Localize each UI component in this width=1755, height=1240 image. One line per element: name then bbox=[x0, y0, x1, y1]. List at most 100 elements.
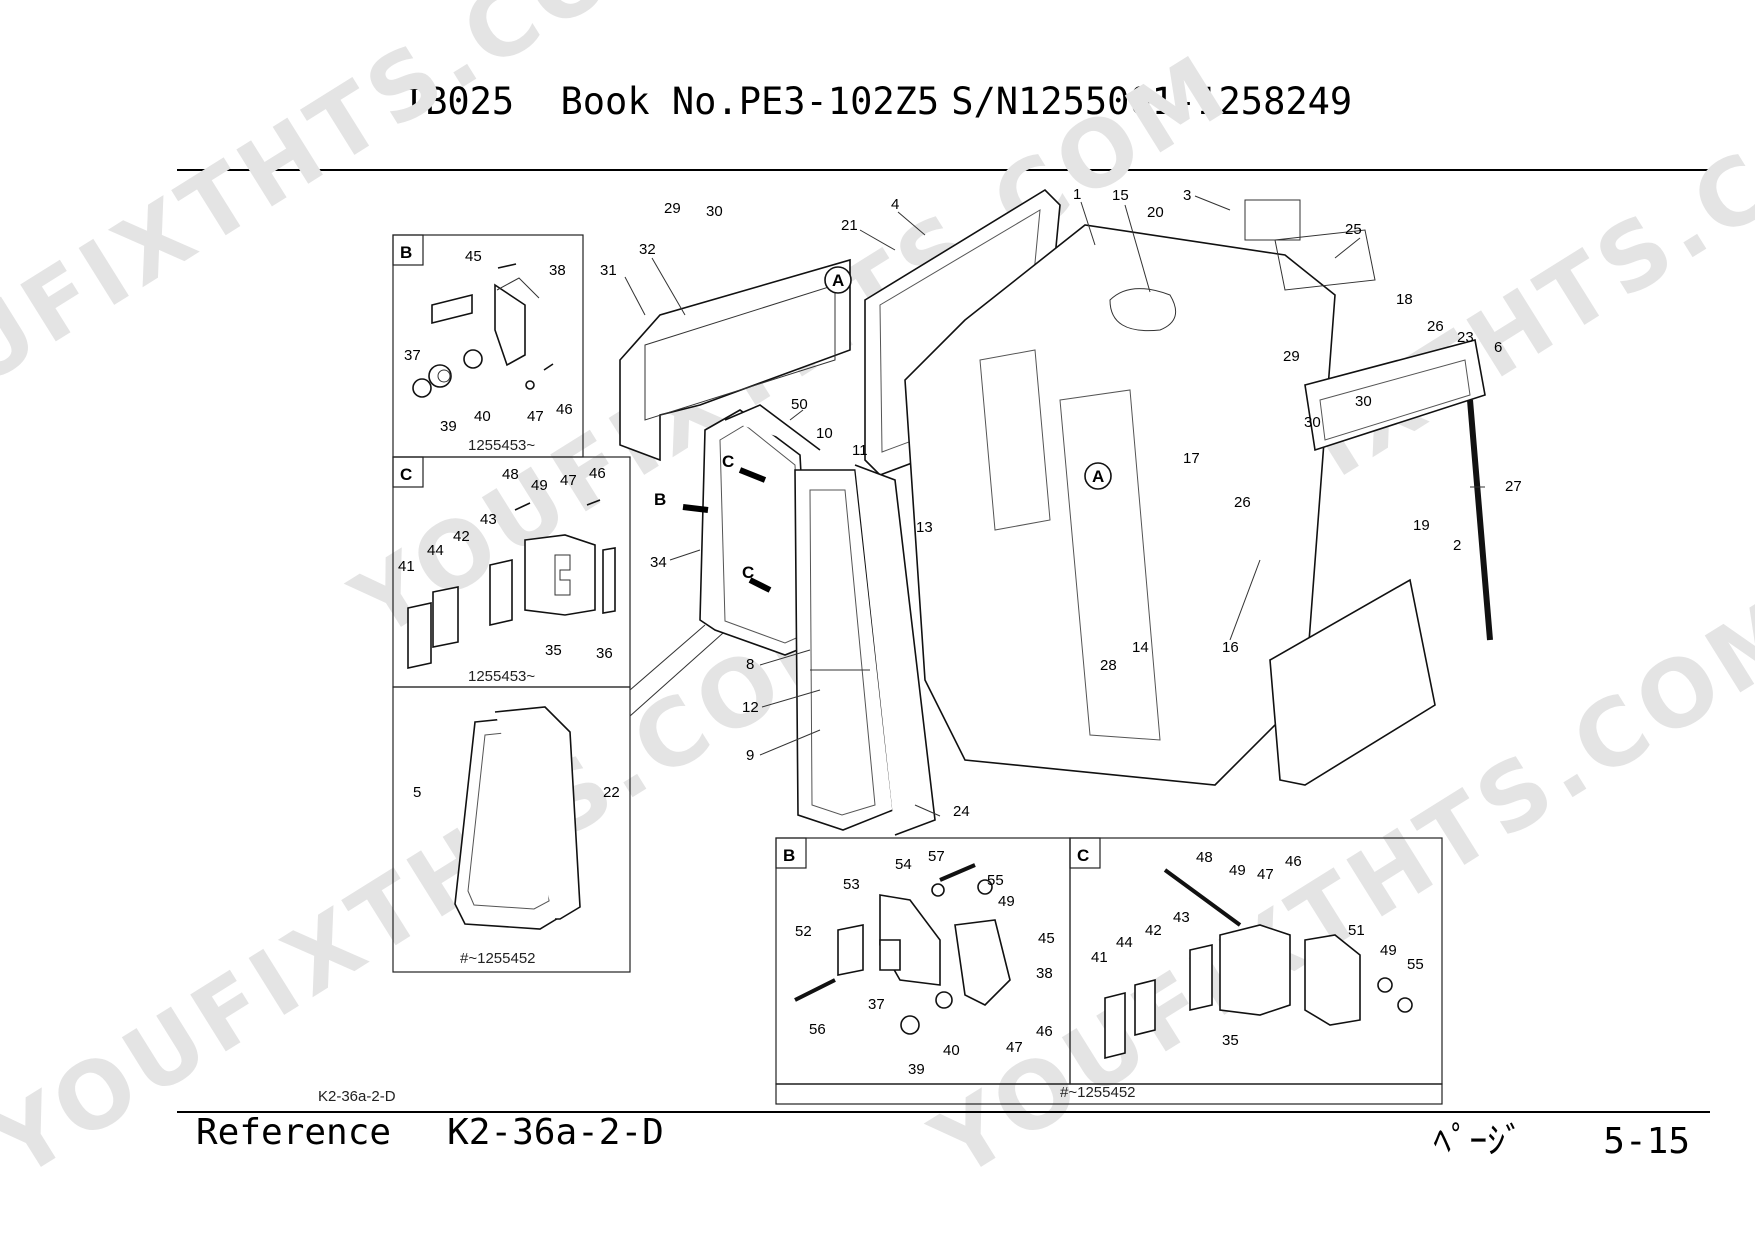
svg-text:29: 29 bbox=[664, 200, 681, 217]
page-header: TB025 Book No.PE3-102Z5 S/N1255001-125824… bbox=[0, 80, 1755, 123]
svg-text:26: 26 bbox=[1427, 318, 1444, 335]
svg-text:19: 19 bbox=[1413, 517, 1430, 534]
svg-text:47: 47 bbox=[1006, 1039, 1023, 1056]
footer-page: ﾍﾟｰｼﾞ 5-15 bbox=[1433, 1112, 1690, 1164]
svg-text:56: 56 bbox=[809, 1021, 826, 1038]
detail-box-left-b: B 45 38 37 39 40 47 46 1255453~ bbox=[392, 234, 584, 458]
svg-text:30: 30 bbox=[1304, 414, 1321, 431]
serial-note: 1255453~ bbox=[468, 437, 535, 454]
svg-text:6: 6 bbox=[1494, 339, 1502, 356]
svg-text:46: 46 bbox=[556, 401, 573, 418]
svg-text:42: 42 bbox=[1145, 922, 1162, 939]
svg-text:38: 38 bbox=[549, 262, 566, 279]
svg-text:30: 30 bbox=[706, 203, 723, 220]
svg-text:49: 49 bbox=[531, 477, 548, 494]
model-code: TB025 bbox=[402, 80, 515, 123]
view-marker-c: C bbox=[722, 452, 734, 471]
svg-text:2: 2 bbox=[1453, 537, 1461, 554]
svg-text:52: 52 bbox=[795, 923, 812, 940]
svg-text:39: 39 bbox=[440, 418, 457, 435]
svg-text:43: 43 bbox=[480, 511, 497, 528]
svg-text:49: 49 bbox=[1380, 942, 1397, 959]
svg-text:35: 35 bbox=[1222, 1032, 1239, 1049]
svg-text:13: 13 bbox=[916, 519, 933, 536]
watermark-text: YOUFIXTHTS.COM bbox=[0, 573, 888, 1199]
svg-text:27: 27 bbox=[1505, 478, 1522, 495]
svg-text:10: 10 bbox=[816, 425, 833, 442]
svg-text:4: 4 bbox=[891, 196, 899, 213]
detail-box-left-glass: 5 22 #~1255452 bbox=[392, 686, 631, 973]
svg-text:50: 50 bbox=[791, 396, 808, 413]
view-marker-a: A bbox=[832, 271, 844, 290]
serial-note: #~1255452 bbox=[1060, 1084, 1136, 1101]
svg-text:12: 12 bbox=[742, 699, 759, 716]
svg-text:34: 34 bbox=[650, 554, 667, 571]
svg-text:49: 49 bbox=[998, 893, 1015, 910]
svg-text:47: 47 bbox=[1257, 866, 1274, 883]
svg-text:29: 29 bbox=[1283, 348, 1300, 365]
svg-text:49: 49 bbox=[1229, 862, 1246, 879]
svg-text:8: 8 bbox=[746, 656, 754, 673]
svg-text:43: 43 bbox=[1173, 909, 1190, 926]
svg-text:3: 3 bbox=[1183, 187, 1191, 204]
serial-note: #~1255452 bbox=[460, 950, 536, 967]
box-letter: B bbox=[783, 846, 795, 865]
svg-text:42: 42 bbox=[453, 528, 470, 545]
svg-text:46: 46 bbox=[1036, 1023, 1053, 1040]
svg-text:24: 24 bbox=[953, 803, 970, 820]
svg-text:15: 15 bbox=[1112, 187, 1129, 204]
view-marker-b: B bbox=[654, 490, 666, 509]
svg-text:28: 28 bbox=[1100, 657, 1117, 674]
view-marker-c: C bbox=[742, 563, 754, 582]
svg-text:5: 5 bbox=[413, 784, 421, 801]
svg-text:1: 1 bbox=[1073, 186, 1081, 203]
figure-code: K2-36a-2-D bbox=[318, 1088, 396, 1105]
detail-box-bottom-b: B 57 54 55 53 49 45 52 38 37 56 46 47 40… bbox=[775, 837, 1071, 1085]
svg-text:48: 48 bbox=[1196, 849, 1213, 866]
svg-text:37: 37 bbox=[868, 996, 885, 1013]
svg-text:37: 37 bbox=[404, 347, 421, 364]
svg-text:26: 26 bbox=[1234, 494, 1251, 511]
svg-text:35: 35 bbox=[545, 642, 562, 659]
svg-text:51: 51 bbox=[1348, 922, 1365, 939]
header-rule bbox=[177, 169, 1710, 171]
svg-text:40: 40 bbox=[474, 408, 491, 425]
svg-text:46: 46 bbox=[1285, 853, 1302, 870]
svg-text:44: 44 bbox=[427, 542, 444, 559]
svg-text:17: 17 bbox=[1183, 450, 1200, 467]
svg-text:44: 44 bbox=[1116, 934, 1133, 951]
box-letter: C bbox=[1077, 846, 1089, 865]
reference-label: Reference bbox=[196, 1112, 392, 1153]
footer-reference: Reference K2-36a-2-D bbox=[196, 1112, 664, 1153]
svg-text:41: 41 bbox=[1091, 949, 1108, 966]
svg-text:55: 55 bbox=[987, 872, 1004, 889]
svg-text:18: 18 bbox=[1396, 291, 1413, 308]
svg-text:21: 21 bbox=[841, 217, 858, 234]
page-number: 5-15 bbox=[1603, 1121, 1690, 1162]
detail-box-bottom-c: C 48 49 47 46 43 42 44 41 51 49 55 35 bbox=[1069, 837, 1443, 1085]
svg-text:53: 53 bbox=[843, 876, 860, 893]
svg-text:22: 22 bbox=[603, 784, 620, 801]
svg-text:32: 32 bbox=[639, 241, 656, 258]
svg-text:46: 46 bbox=[589, 465, 606, 482]
svg-text:45: 45 bbox=[1038, 930, 1055, 947]
serial-note: 1255453~ bbox=[468, 668, 535, 685]
svg-text:16: 16 bbox=[1222, 639, 1239, 656]
svg-text:39: 39 bbox=[908, 1061, 925, 1078]
book-number: Book No.PE3-102Z5 bbox=[560, 80, 940, 123]
footer-rule bbox=[177, 1111, 1710, 1113]
main-assembly: A B C C A bbox=[619, 188, 1493, 836]
detail-box-left-c: C 48 49 47 46 43 42 44 41 35 36 1255453~ bbox=[392, 456, 631, 688]
svg-text:38: 38 bbox=[1036, 965, 1053, 982]
reference-code: K2-36a-2-D bbox=[447, 1112, 664, 1153]
main-callouts: 1 2 3 4 6 8 9 10 11 12 13 14 15 16 17 18… bbox=[600, 186, 1522, 820]
view-marker-a: A bbox=[1092, 467, 1104, 486]
svg-text:57: 57 bbox=[928, 848, 945, 865]
svg-text:55: 55 bbox=[1407, 956, 1424, 973]
svg-text:20: 20 bbox=[1147, 204, 1164, 221]
svg-text:9: 9 bbox=[746, 747, 754, 764]
page-label: ﾍﾟｰｼﾞ bbox=[1433, 1121, 1524, 1162]
serial-range: S/N1255001-1258249 bbox=[951, 80, 1353, 123]
svg-text:48: 48 bbox=[502, 466, 519, 483]
